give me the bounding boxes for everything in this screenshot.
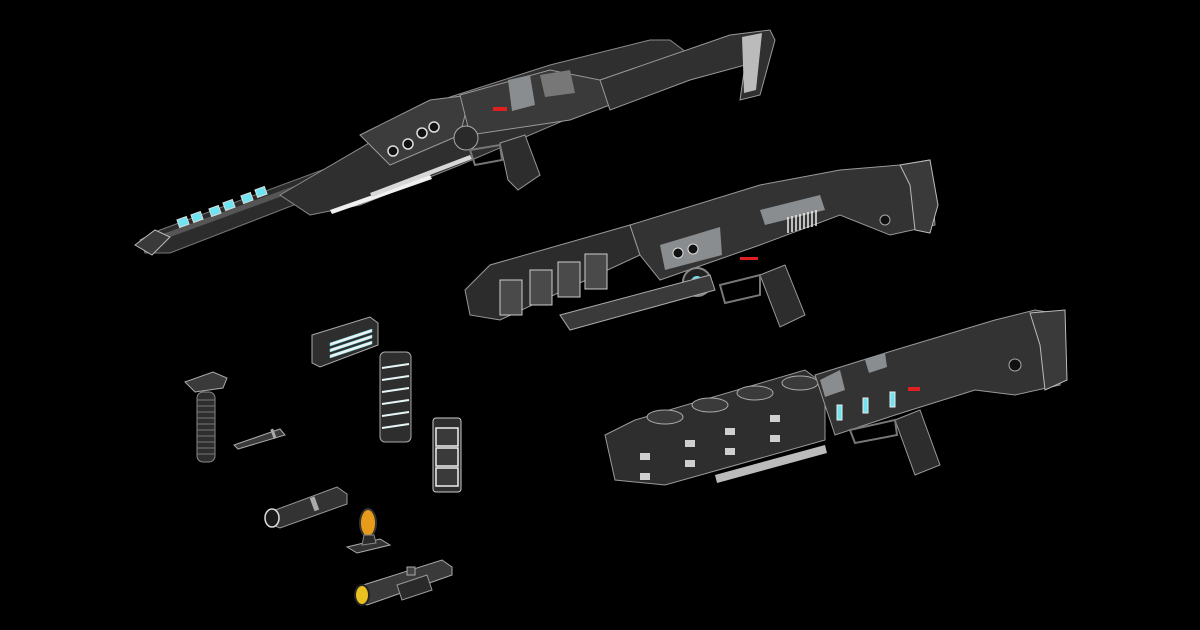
vertical-grip: [183, 370, 228, 465]
shotgun: [575, 305, 1075, 495]
magazine-triple: [431, 416, 463, 494]
magazine-stack: [378, 350, 413, 445]
scope: [352, 555, 457, 610]
flashlight: [262, 482, 352, 532]
suppressor: [232, 425, 287, 450]
sniper-rifle: [130, 25, 830, 265]
reflex-sight: [342, 505, 392, 555]
assault-rifle: [460, 155, 960, 335]
magazine-flat: [310, 315, 380, 370]
